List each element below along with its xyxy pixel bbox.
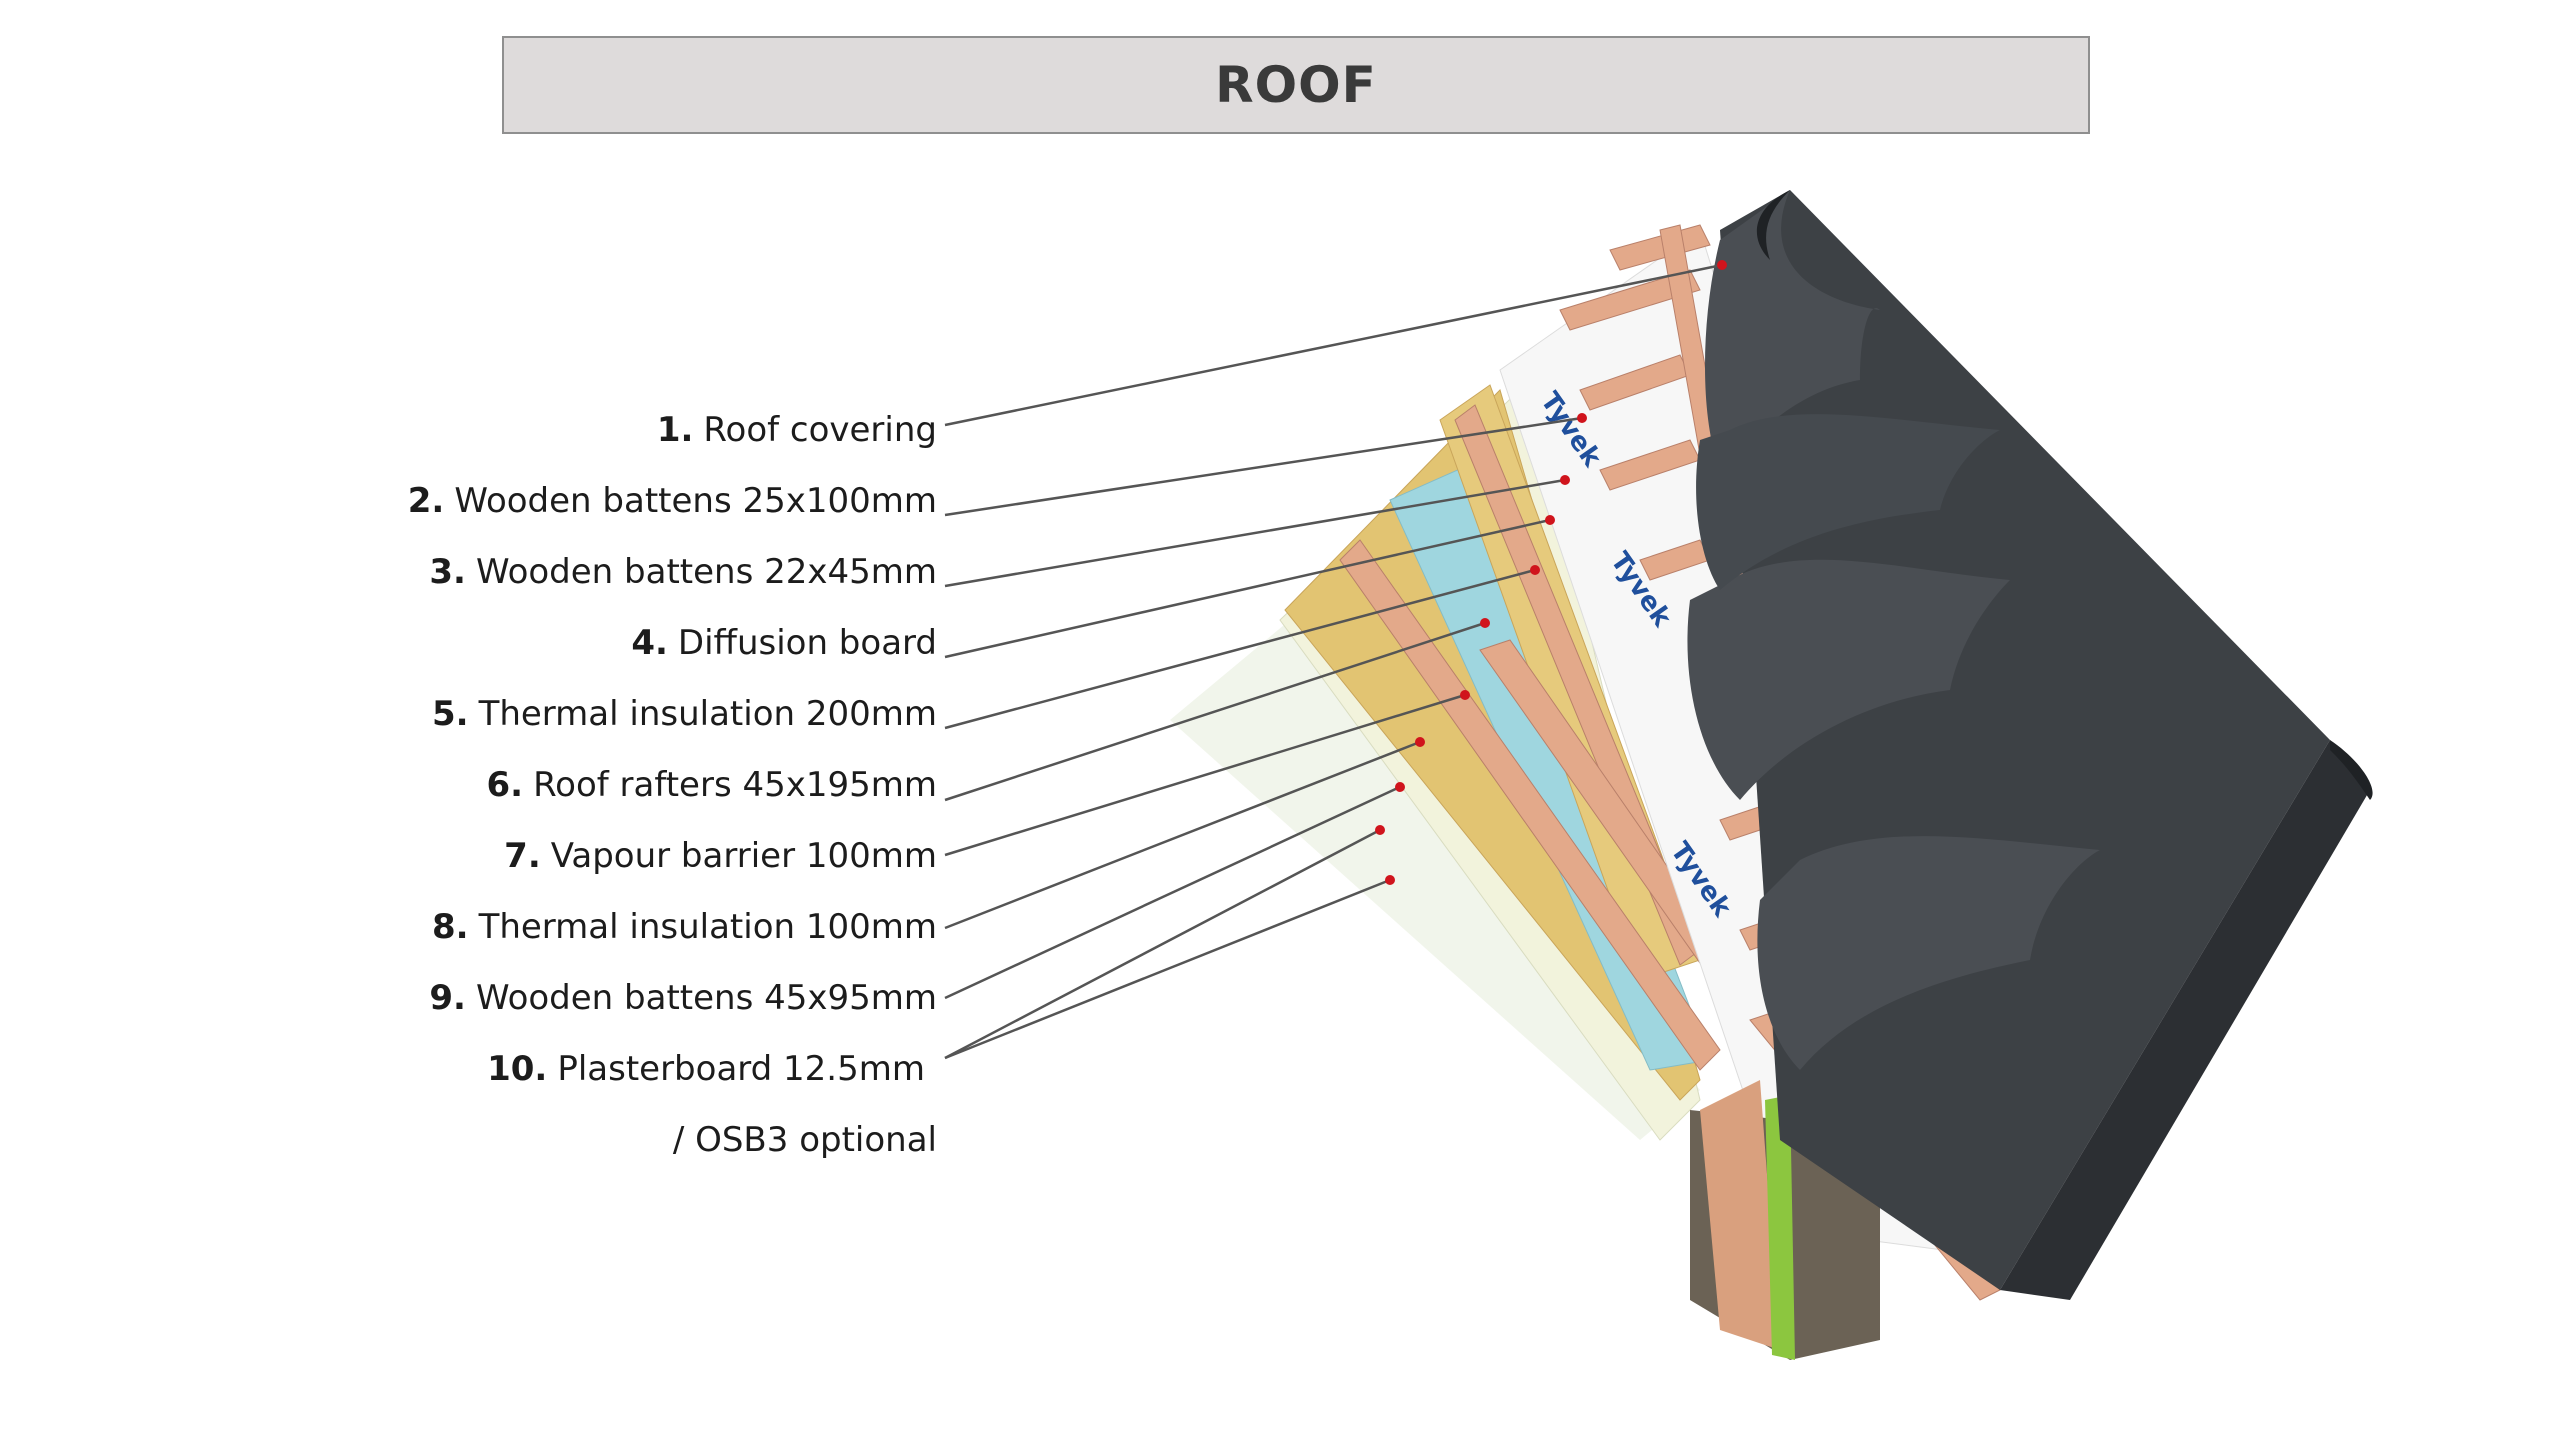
legend-item: 2.Wooden battens 25x100mm <box>407 481 937 521</box>
page-title: ROOF <box>1215 56 1377 114</box>
rafter-1 <box>1339 539 1721 1071</box>
legend-item: 1.Roof covering <box>656 410 937 450</box>
legend-item: 9.Wooden battens 45x95mm <box>429 978 937 1018</box>
legend-item: 5.Thermal insulation 200mm <box>431 694 937 734</box>
legend-item: 6.Roof rafters 45x195mm <box>486 765 937 805</box>
pointer-dots <box>1375 260 1727 885</box>
leader-lines <box>944 263 1723 1060</box>
wall-green-layer <box>1765 1095 1795 1360</box>
legend-item: 3.Wooden battens 22x45mm <box>429 552 937 592</box>
legend-item: 7.Vapour barrier 100mm <box>504 836 937 876</box>
roof-covering-sheets <box>1687 190 2373 1300</box>
legend-item: 8.Thermal insulation 100mm <box>431 907 937 947</box>
title-banner: ROOF <box>502 36 2090 134</box>
legend-item: 10.Plasterboard 12.5mm <box>487 1049 925 1089</box>
legend-item-continuation: / OSB3 optional <box>672 1120 937 1160</box>
wall-timber-stud <box>1700 1080 1780 1350</box>
legend-item: 4.Diffusion board <box>631 623 937 663</box>
